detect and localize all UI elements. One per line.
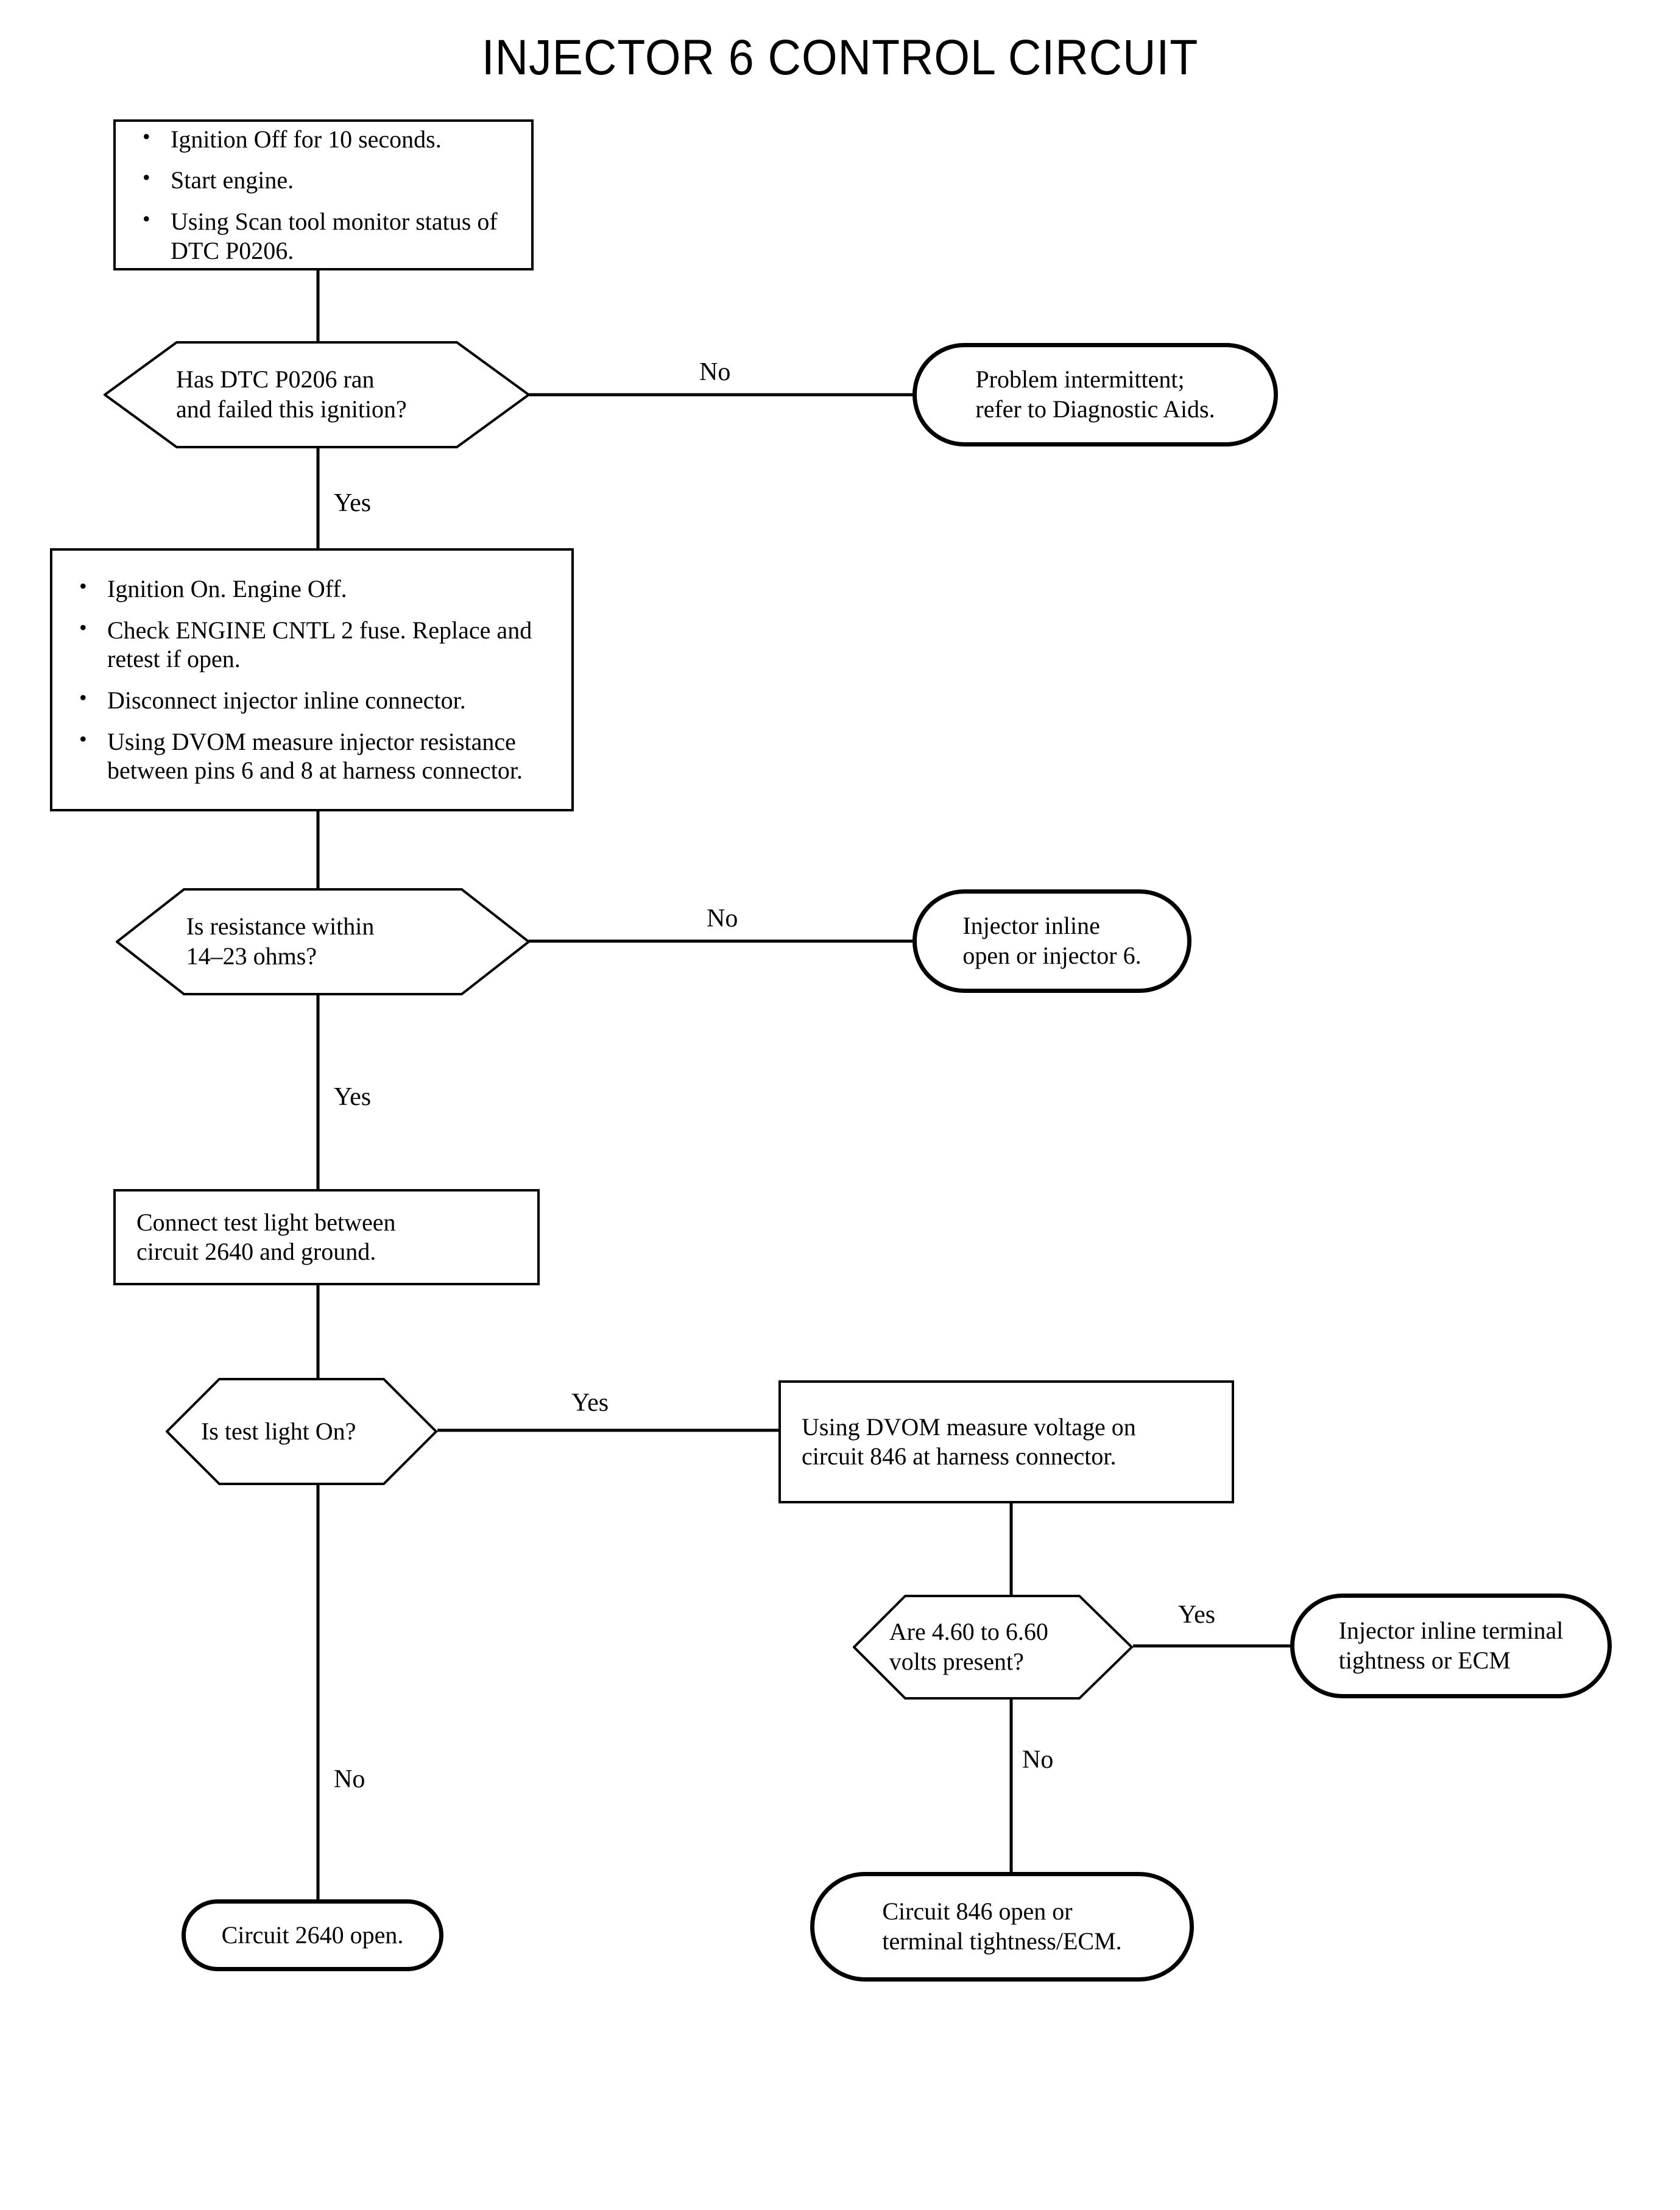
process-line-2: circuit 846 at harness connector.	[802, 1442, 1117, 1470]
decision-dtc-ran-failed: Has DTC P0206 ran and failed this igniti…	[104, 341, 530, 448]
terminator-line-2: terminal tightness/ECM.	[882, 1927, 1122, 1955]
branch-label-d1-no: No	[699, 358, 731, 386]
branch-label-d2-no: No	[707, 905, 738, 933]
terminator-text: Problem intermittent; refer to Diagnosti…	[959, 365, 1230, 425]
list-item: Using Scan tool monitor status of DTC P0…	[143, 206, 510, 265]
terminator-problem-intermittent: Problem intermittent; refer to Diagnosti…	[912, 343, 1278, 447]
list-item: Ignition Off for 10 seconds.	[143, 124, 510, 154]
list-item: Check ENGINE CNTL 2 fuse. Replace and re…	[79, 615, 551, 674]
terminator-line-2: refer to Diagnostic Aids.	[975, 395, 1215, 423]
process-step-3: Connect test light between circuit 2640 …	[113, 1189, 540, 1285]
terminator-line-1: Problem intermittent;	[975, 365, 1185, 394]
terminator-text: Injector inline terminal tightness or EC…	[1323, 1616, 1579, 1676]
branch-label-d4-no: No	[1022, 1746, 1054, 1774]
terminator-text: Circuit 846 open or terminal tightness/E…	[866, 1897, 1137, 1957]
decision-line-1: Is resistance within	[186, 913, 375, 941]
terminator-text: Injector inline open or injector 6.	[947, 911, 1157, 971]
list-item: Using DVOM measure injector resistance b…	[79, 726, 551, 785]
decision-line-2: volts present?	[889, 1648, 1024, 1675]
process-line-2: circuit 2640 and ground.	[136, 1238, 376, 1265]
decision-resistance-range: Is resistance within 14–23 ohms?	[116, 888, 530, 995]
branch-label-d1-yes: Yes	[334, 489, 372, 517]
page-title: INJECTOR 6 CONTROL CIRCUIT	[481, 30, 1199, 85]
terminator-line-1: Circuit 846 open or	[882, 1898, 1073, 1926]
hexagon-shape	[104, 341, 530, 448]
terminator-line-2: tightness or ECM	[1338, 1647, 1511, 1674]
process-step-1: Ignition Off for 10 seconds. Start engin…	[113, 119, 534, 270]
branch-label-d4-yes: Yes	[1178, 1601, 1216, 1629]
terminator-line-1: Injector inline terminal	[1338, 1617, 1564, 1645]
decision-text: Is resistance within 14–23 ohms?	[116, 912, 530, 972]
branch-label-d2-yes: Yes	[334, 1083, 372, 1111]
terminator-injector-inline-open: Injector inline open or injector 6.	[912, 889, 1191, 993]
list-item: Disconnect injector inline connector.	[79, 685, 551, 715]
process-step-4: Using DVOM measure voltage on circuit 84…	[778, 1380, 1234, 1503]
terminator-circuit-846-open: Circuit 846 open or terminal tightness/E…	[810, 1872, 1194, 1982]
decision-text: Is test light On?	[166, 1417, 437, 1447]
decision-test-light-on: Is test light On?	[166, 1378, 437, 1485]
terminator-terminal-tightness-ecm: Injector inline terminal tightness or EC…	[1290, 1594, 1612, 1698]
step-2-bullet-list: Ignition On. Engine Off. Check ENGINE CN…	[73, 573, 551, 785]
terminator-line-2: open or injector 6.	[962, 942, 1142, 969]
decision-text: Are 4.60 to 6.60 volts present?	[853, 1617, 1133, 1677]
terminator-text: Circuit 2640 open.	[206, 1921, 420, 1951]
process-line-1: Using DVOM measure voltage on	[802, 1413, 1136, 1441]
list-item: Ignition On. Engine Off.	[79, 573, 551, 604]
branch-label-d3-no: No	[334, 1765, 365, 1793]
process-step-2: Ignition On. Engine Off. Check ENGINE CN…	[50, 548, 574, 811]
terminator-line-1: Circuit 2640 open.	[221, 1921, 404, 1949]
decision-line-1: Has DTC P0206 ran	[176, 365, 375, 394]
hexagon-shape	[116, 888, 530, 995]
decision-text: Has DTC P0206 ran and failed this igniti…	[104, 365, 530, 425]
hexagon-shape	[853, 1595, 1133, 1700]
decision-volts-present: Are 4.60 to 6.60 volts present?	[853, 1595, 1133, 1700]
hexagon-shape	[166, 1378, 437, 1485]
decision-line-2: and failed this ignition?	[176, 395, 407, 423]
terminator-line-1: Injector inline	[962, 912, 1100, 940]
decision-line-1: Are 4.60 to 6.60	[889, 1618, 1048, 1646]
step-1-bullet-list: Ignition Off for 10 seconds. Start engin…	[136, 124, 510, 265]
decision-line-2: 14–23 ohms?	[186, 942, 317, 970]
process-line-1: Connect test light between	[136, 1209, 396, 1237]
branch-label-d3-yes: Yes	[571, 1389, 609, 1417]
decision-line-1: Is test light On?	[200, 1417, 356, 1445]
terminator-circuit-2640-open: Circuit 2640 open.	[182, 1899, 443, 1971]
list-item: Start engine.	[143, 164, 510, 195]
